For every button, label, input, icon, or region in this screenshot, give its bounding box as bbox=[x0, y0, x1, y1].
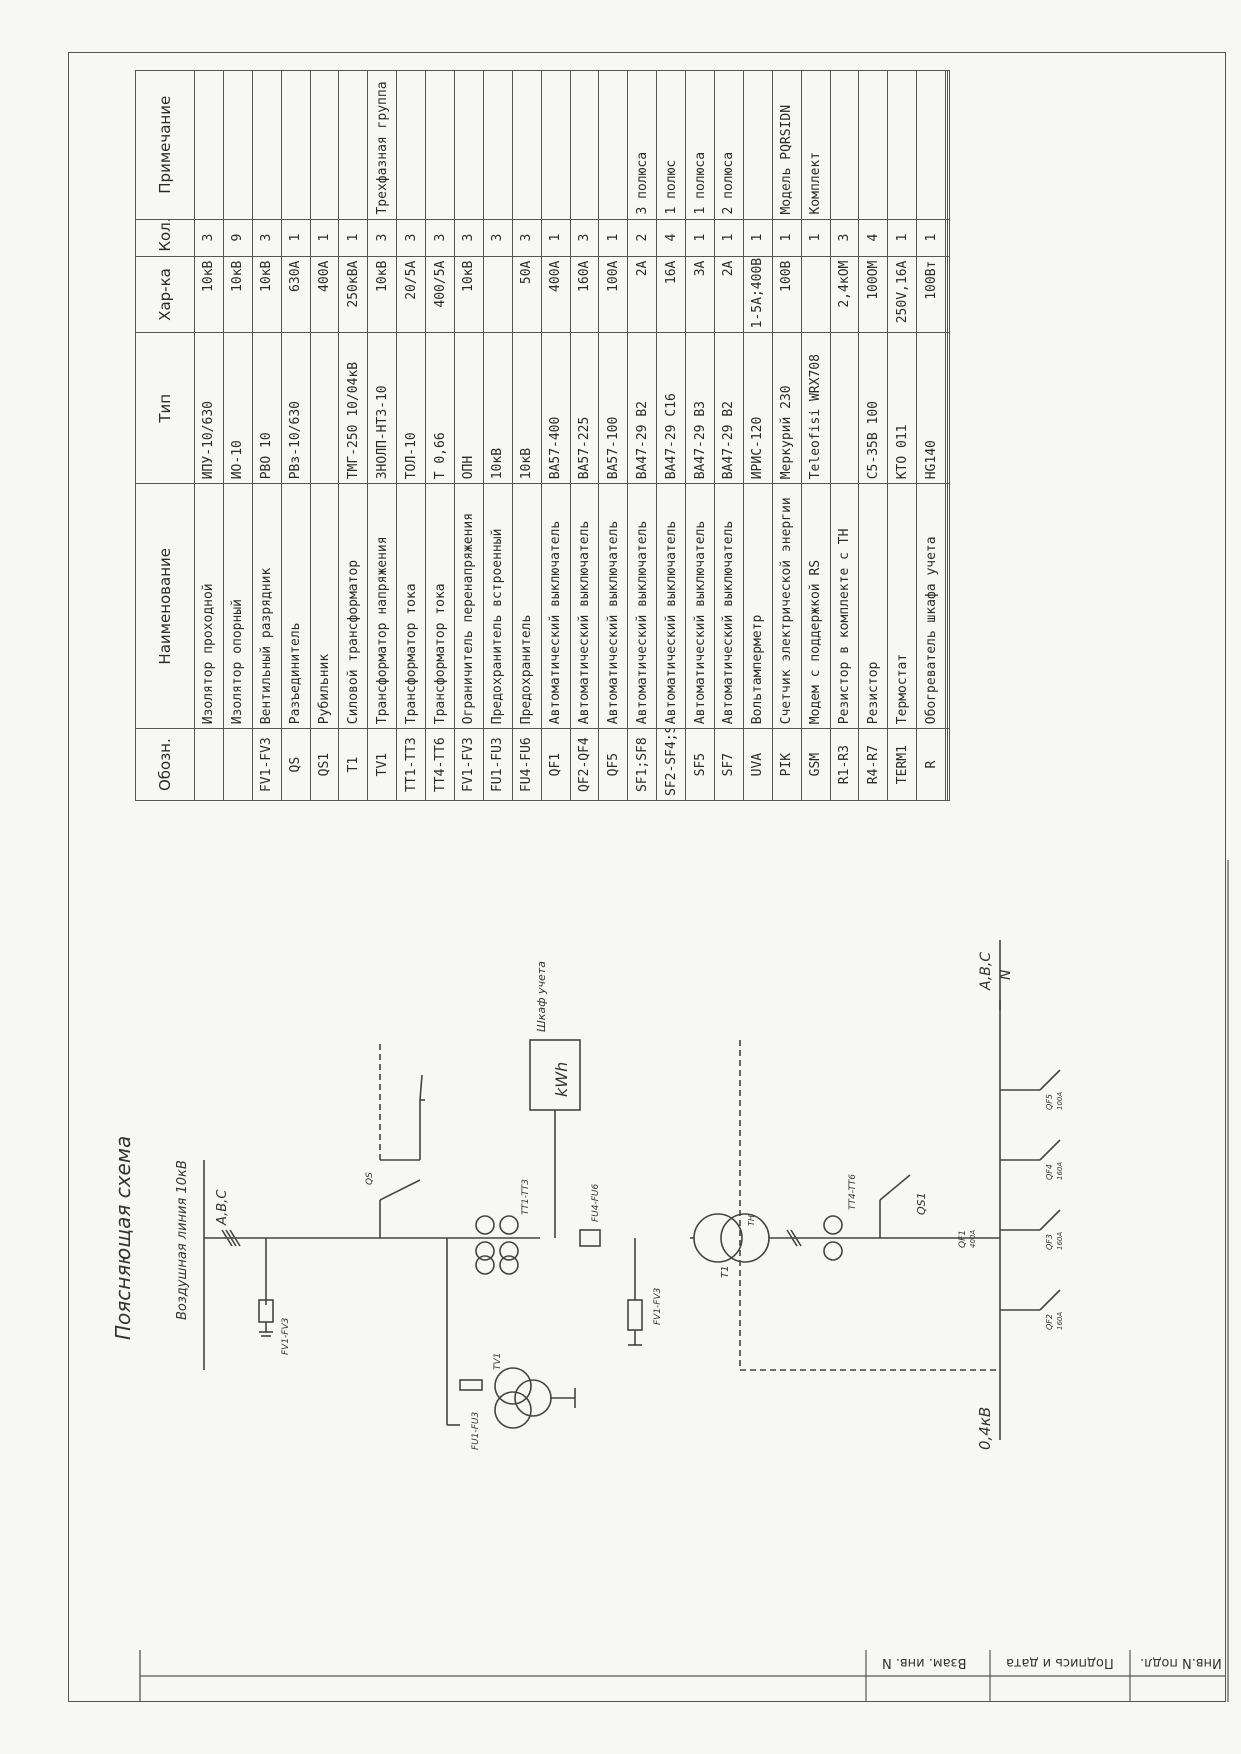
overhead-line-label: Воздушная линия 10кВ bbox=[175, 1160, 190, 1320]
label-qf4-value: 160A bbox=[1056, 1162, 1064, 1180]
phases-top-label: A,B,C bbox=[215, 1189, 230, 1226]
label-qf1: QF1 bbox=[958, 1230, 968, 1248]
label-qf4: QF4 bbox=[1045, 1164, 1054, 1180]
voltage-low-label: 0,4кВ bbox=[976, 1407, 994, 1450]
label-fv-mid: FV1-FV3 bbox=[653, 1287, 663, 1325]
label-fv-top: FV1-FV3 bbox=[281, 1317, 291, 1355]
meter-box-label: Шкаф учета bbox=[535, 961, 548, 1032]
drawing-frame bbox=[68, 52, 1226, 1702]
fuse-fu4-fu6 bbox=[579, 1229, 601, 1247]
t1-lv-winding bbox=[720, 1213, 770, 1263]
label-qs1: QS1 bbox=[915, 1192, 928, 1215]
label-qf5-value: 100A bbox=[1056, 1092, 1064, 1110]
diagram-title: Поясняющая схема bbox=[111, 1136, 135, 1340]
tv1-winding-1 bbox=[494, 1367, 532, 1405]
label-qf1-value: 400A bbox=[969, 1230, 977, 1248]
label-qf2-value: 160A bbox=[1056, 1312, 1064, 1330]
label-fu-mid: FU4-FU6 bbox=[591, 1183, 601, 1222]
label-tv1: TV1 bbox=[493, 1353, 503, 1370]
label-qf3-value: 160A bbox=[1056, 1232, 1064, 1250]
label-qf5: QF5 bbox=[1045, 1094, 1054, 1110]
neutral-label: N bbox=[998, 969, 1014, 980]
meter-unit: kWh bbox=[552, 1062, 571, 1097]
label-fu-top: FU1-FU3 bbox=[471, 1411, 481, 1450]
t1-hv-winding bbox=[693, 1213, 743, 1263]
label-qs: QS bbox=[365, 1172, 375, 1185]
tv1-winding-3 bbox=[514, 1379, 552, 1417]
label-qf2: QF2 bbox=[1045, 1314, 1054, 1330]
label-tt-low: TT4-TT6 bbox=[848, 1174, 858, 1210]
label-t1: T1 bbox=[720, 1266, 731, 1278]
tv1-winding-2 bbox=[494, 1391, 532, 1429]
phases-low-label: A,B,C bbox=[978, 952, 994, 991]
label-th: TH bbox=[747, 1215, 756, 1226]
label-qf3: QF3 bbox=[1045, 1234, 1054, 1250]
label-tt-top: TT1-TT3 bbox=[521, 1179, 531, 1215]
